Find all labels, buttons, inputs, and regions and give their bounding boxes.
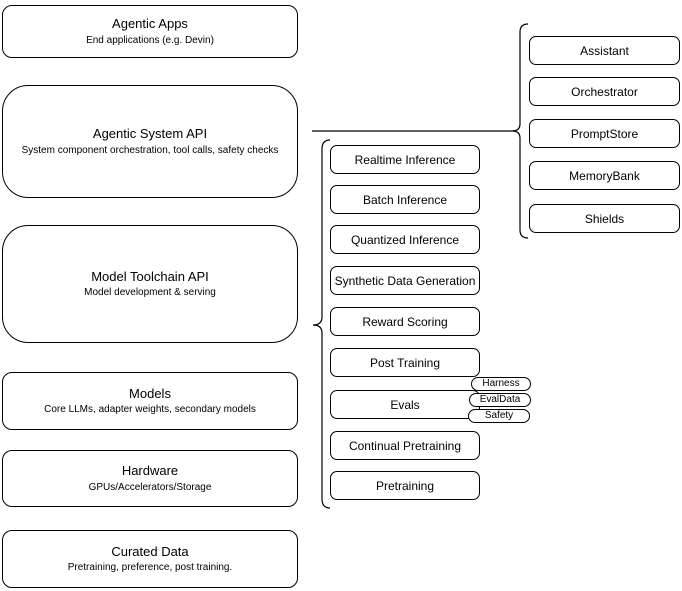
pill-safety: Safety (468, 409, 530, 423)
node-assistant: Assistant (529, 36, 680, 65)
pill-harness: Harness (471, 377, 531, 391)
node-subtitle: Model development & serving (84, 287, 216, 299)
node-continual-pretraining: Continual Pretraining (330, 431, 480, 460)
node-subtitle: GPUs/Accelerators/Storage (88, 481, 212, 493)
node-label: PromptStore (570, 126, 639, 141)
node-quantized-inference: Quantized Inference (330, 225, 480, 254)
node-subtitle: Pretraining, preference, post training. (67, 562, 233, 574)
node-agentic-apps: Agentic Apps End applications (e.g. Devi… (2, 5, 298, 58)
node-label: Batch Inference (362, 192, 448, 207)
node-title: Agentic System API (92, 126, 208, 142)
node-label: Orchestrator (571, 84, 638, 99)
node-synthetic-data-generation: Synthetic Data Generation (330, 266, 480, 295)
node-label: Assistant (580, 43, 629, 58)
node-title: Hardware (121, 463, 179, 479)
node-label: Realtime Inference (354, 152, 456, 167)
node-orchestrator: Orchestrator (529, 77, 680, 106)
pill-label: EvalData (479, 394, 521, 405)
node-label: Reward Scoring (362, 314, 448, 329)
node-reward-scoring: Reward Scoring (330, 307, 480, 336)
node-label: Evals (390, 397, 420, 412)
node-subtitle: End applications (e.g. Devin) (86, 34, 214, 46)
pill-label: Safety (484, 410, 514, 421)
node-pretraining: Pretraining (330, 471, 480, 500)
node-memorybank: MemoryBank (529, 161, 680, 190)
node-label: Synthetic Data Generation (334, 273, 476, 288)
node-title: Model Toolchain API (91, 268, 209, 284)
node-post-training: Post Training (330, 348, 480, 377)
node-realtime-inference: Realtime Inference (330, 145, 480, 174)
node-evals: Evals (330, 390, 480, 419)
node-curated-data: Curated Data Pretraining, preference, po… (2, 530, 298, 588)
node-batch-inference: Batch Inference (330, 185, 480, 214)
node-model-toolchain-api: Model Toolchain API Model development & … (2, 225, 298, 343)
node-subtitle: Core LLMs, adapter weights, secondary mo… (44, 404, 256, 416)
pill-label: Harness (482, 378, 520, 389)
toolchain-brace (312, 139, 331, 509)
node-title: Curated Data (111, 543, 189, 559)
node-title: Agentic Apps (112, 16, 188, 32)
node-label: Post Training (369, 355, 441, 370)
node-models: Models Core LLMs, adapter weights, secon… (2, 372, 298, 430)
node-promptstore: PromptStore (529, 119, 680, 148)
node-label: Continual Pretraining (348, 438, 462, 453)
node-hardware: Hardware GPUs/Accelerators/Storage (2, 450, 298, 507)
node-subtitle: System component orchestration, tool cal… (21, 144, 279, 156)
node-shields: Shields (529, 204, 680, 233)
node-label: MemoryBank (569, 168, 640, 183)
pill-evaldata: EvalData (469, 393, 531, 407)
node-label: Shields (584, 211, 625, 226)
components-brace (511, 23, 529, 239)
node-label: Pretraining (375, 478, 435, 493)
node-agentic-system-api: Agentic System API System component orch… (2, 85, 298, 198)
node-title: Models (129, 385, 171, 401)
node-label: Quantized Inference (350, 232, 460, 247)
